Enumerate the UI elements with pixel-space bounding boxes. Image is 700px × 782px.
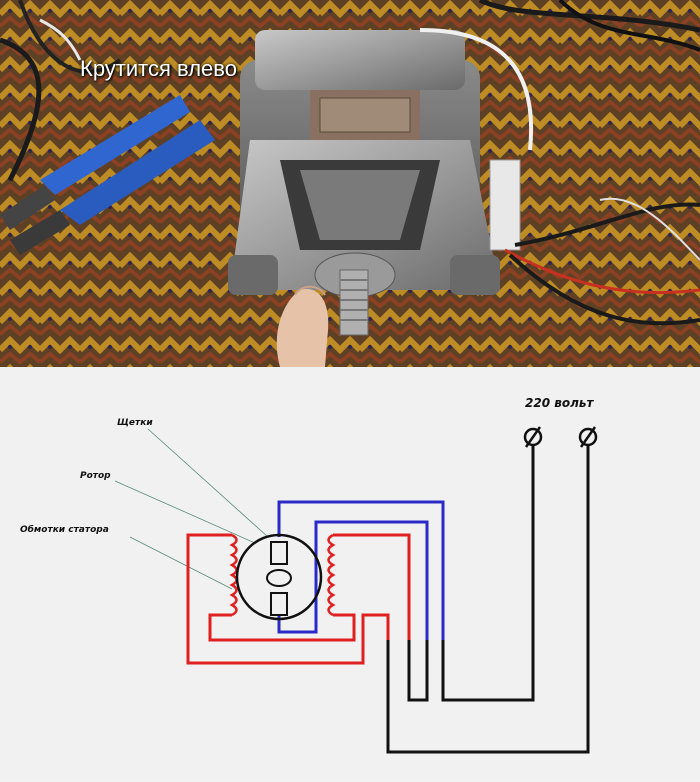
black-wire-left [441,445,535,702]
brush-top [270,541,288,565]
rotor-label: Ротор [80,471,111,481]
wiring-diagram-svg: 220 вольт Щетки Ротор Обмотки статора [20,396,598,754]
motor-photo-illustration [0,0,700,367]
black-wire-loop [407,640,429,702]
red-wire-outer [186,533,390,665]
commutator [266,569,292,587]
stator-label: Обмотки статора [20,524,109,535]
brush-bottom [270,592,288,616]
blue-wire-top [277,500,445,640]
brushes-label: Щетки [117,418,153,428]
black-wires [386,445,590,754]
leader-brushes [147,428,269,538]
red-wires [186,533,411,665]
stator-coil-left [229,533,238,617]
voltage-label: 220 вольт [525,396,594,410]
photo-caption: Крутится влево [80,56,237,81]
terminal-left [523,426,543,448]
wiring-diagram: 220 вольт Щетки Ротор Обмотки статора [0,367,700,778]
leader-lines [114,428,269,590]
stator-coil-right [327,533,336,617]
rotor-circle [235,533,323,621]
red-wire-right [333,533,411,640]
motor-photo: Крутится влево [0,0,700,367]
leader-rotor [114,480,256,544]
leader-stator [129,536,233,590]
terminal-right [578,426,598,448]
blue-wire-inner [277,520,429,640]
red-wire-inner [208,613,356,642]
black-wire-right [386,445,590,754]
blue-wires [277,500,445,640]
